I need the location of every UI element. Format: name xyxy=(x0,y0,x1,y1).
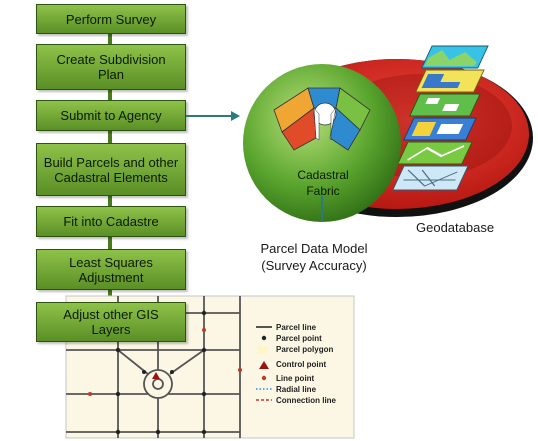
legend-label: Parcel point xyxy=(276,334,322,343)
fabric-parcel-map-icon xyxy=(273,87,371,151)
legend-line-point-icon xyxy=(261,375,267,381)
flow-connector xyxy=(108,90,112,100)
step-label: Create Subdivision Plan xyxy=(56,52,166,82)
step-submit-to-agency: Submit to Agency xyxy=(36,100,186,131)
legend-label: Control point xyxy=(276,360,327,369)
layer-sheet xyxy=(415,69,485,93)
layer-stack-icon xyxy=(392,45,489,191)
legend-label: Radial line xyxy=(276,385,317,394)
legend-parcel-polygon-icon xyxy=(258,346,268,353)
cadastral-fabric-label: Cadastral Fabric xyxy=(297,168,349,198)
legend-parcel-point-icon xyxy=(261,335,267,341)
legend: Parcel line Parcel point Parcel polygon … xyxy=(256,323,337,405)
parcel-map-image xyxy=(65,295,355,439)
parcel-data-model-title: Parcel Data Model xyxy=(260,241,368,256)
layer-sheet xyxy=(403,117,477,141)
step-label: Fit into Cadastre xyxy=(63,214,159,229)
step-create-subdivision-plan: Create Subdivision Plan xyxy=(36,44,186,90)
layer-sheet xyxy=(392,165,469,191)
layer-sheet xyxy=(409,93,481,117)
layer-sheet xyxy=(421,45,489,69)
step-least-squares-adjustment: Least Squares Adjustment xyxy=(36,249,186,290)
parcel-data-model-subtitle: (Survey Accuracy) xyxy=(261,258,367,273)
geodatabase-label: Geodatabase xyxy=(416,220,495,235)
flow-connector xyxy=(108,237,112,249)
layer-sheet xyxy=(397,141,473,165)
legend-control-point-icon xyxy=(259,361,269,369)
legend-label: Connection line xyxy=(276,396,337,405)
flow-connector xyxy=(108,131,112,143)
step-label: Submit to Agency xyxy=(60,108,162,123)
flow-connector xyxy=(108,34,112,44)
step-label: Build Parcels and other Cadastral Elemen… xyxy=(43,154,179,185)
arrow-to-fabric xyxy=(186,111,240,121)
step-adjust-other-gis-layers: Adjust other GIS Layers xyxy=(36,302,186,342)
cadastral-fabric-sphere xyxy=(243,64,401,222)
legend-label: Parcel polygon xyxy=(276,345,333,354)
step-label: Perform Survey xyxy=(65,11,157,27)
step-perform-survey: Perform Survey xyxy=(36,4,186,34)
step-label: Least Squares Adjustment xyxy=(69,254,153,285)
step-build-parcels: Build Parcels and other Cadastral Elemen… xyxy=(36,143,186,196)
parcel-data-model-label: Parcel Data Model (Survey Accuracy) xyxy=(246,240,382,274)
step-label: Adjust other GIS Layers xyxy=(63,307,159,337)
legend-label: Line point xyxy=(276,374,315,383)
legend-label: Parcel line xyxy=(276,323,317,332)
flow-connector xyxy=(108,196,112,206)
step-fit-into-cadastre: Fit into Cadastre xyxy=(36,206,186,237)
